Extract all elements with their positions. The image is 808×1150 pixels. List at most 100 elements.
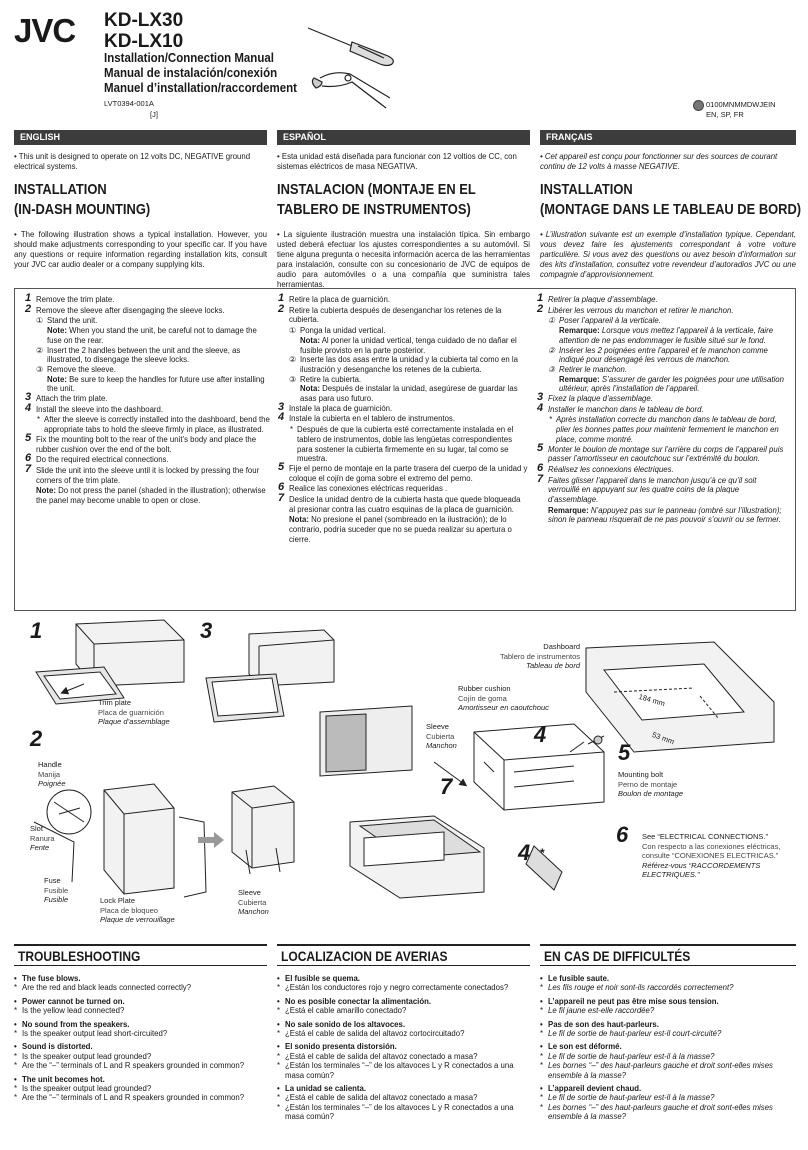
trouble-question: The fuse blows. (14, 974, 267, 984)
region-code-text: 0100MNMMDWJEIN (706, 100, 776, 109)
note-label: Nota: (300, 335, 320, 345)
caption-en: See “ELECTRICAL CONNECTIONS.” (642, 832, 768, 841)
step-asterisk-note: Après installation correcte du manchon d… (537, 415, 789, 444)
step-text: Installer le manchon dans le tableau de … (548, 404, 704, 414)
trouble-answer: Le fil de sortie de haut-parleur est-il … (540, 1029, 796, 1039)
substep-text: Inserte las dos asas entre la unidad y l… (300, 355, 519, 374)
installation-drawing (33, 619, 775, 899)
step-text: Deslice la unidad dentro de la cubierta … (289, 495, 521, 514)
note-text: Be sure to keep the handles for future u… (47, 374, 265, 394)
trouble-question: No sale sonido de los altavoces. (277, 1020, 530, 1030)
step-text: Libérer les verrous du manchon et retire… (548, 305, 734, 315)
heading-line: (IN-DASH MOUNTING) (14, 201, 151, 218)
caption-en: Mounting bolt (618, 770, 664, 779)
trouble-question: El fusible se quema. (277, 974, 530, 984)
step-text: Instale la cubierta en el tablero de ins… (289, 414, 455, 424)
step-text: Retire la cubierta después de desenganch… (289, 305, 502, 325)
caption-fr: Manchon (426, 741, 457, 750)
step-text: Install the sleeve into the dashboard. (36, 404, 164, 414)
step-text: Retirer la plaque d’assemblage. (548, 295, 658, 304)
caption-handle: Handle Manija Poignée (38, 760, 66, 789)
step-text: Fije el perno de montaje en la parte tra… (289, 463, 528, 483)
note-text: When you stand the unit, be careful not … (47, 326, 257, 345)
step-text: Faites glisser l’appareil dans le mancho… (548, 475, 757, 505)
section-title: TROUBLESHOOTING (18, 948, 141, 964)
manual-title: Manual de instalación/conexión (104, 66, 278, 80)
note-label: Remarque: (559, 326, 600, 336)
figure-step-3: 3 (200, 618, 213, 643)
trouble-question: L’appareil devient chaud. (540, 1084, 796, 1094)
caption-es: Cojín de goma (458, 693, 507, 703)
step-text: Do the required electrical connections. (36, 455, 169, 465)
brand-logo: JVC (14, 12, 76, 49)
heading-line: INSTALLATION (14, 181, 107, 198)
trouble-answer: ¿Está el cable de salida del altavoz cor… (277, 1029, 530, 1039)
note-label: Remarque: (548, 505, 589, 515)
substep-text: Retire la cubierta. (300, 374, 362, 384)
trouble-answer: ¿Están los terminales “–” de los altavoc… (277, 1061, 530, 1080)
note-label: Note: (47, 326, 67, 336)
lang-bar-espanol: ESPAÑOL (277, 130, 530, 145)
heading-english: INSTALLATION (IN-DASH MOUNTING) (14, 180, 150, 220)
caption-fr: Fusible (44, 895, 69, 904)
figure-step-7: 7 (440, 774, 453, 799)
caption-en: Sleeve (238, 888, 261, 897)
heading-line: INSTALLATION (540, 181, 633, 198)
body-francais: • L’illustration suivante est un exemple… (540, 230, 796, 279)
trouble-answer: Les bornes “–” des haut-parleurs gauche … (540, 1061, 796, 1080)
trouble-question: Le fusible saute. (540, 974, 796, 984)
caption-fr: Référez-vous “RACCORDEMENTS ELECTRIQUES.… (642, 860, 761, 880)
note-label: Nota: (289, 515, 309, 525)
note-text: Do not press the panel (shaded in the il… (36, 486, 266, 506)
trouble-answer: Le fil de sortie de haut-parleur est-il … (540, 1093, 796, 1103)
trouble-answer: ¿Están los terminales “–” de los altavoc… (277, 1103, 530, 1122)
trouble-question: La unidad se calienta. (277, 1084, 530, 1094)
step-text: Fix the mounting bolt to the rear of the… (36, 434, 257, 454)
manual-title: Installation/Connection Manual (104, 51, 274, 65)
trouble-question: No sound from the speakers. (14, 1020, 267, 1030)
trouble-answer: ¿Está el cable de salida del altavoz con… (277, 1052, 530, 1062)
section-title: LOCALIZACION DE AVERIAS (281, 948, 448, 964)
caption-es: Placa de bloqueo (100, 905, 158, 915)
model-name: KD-LX10 (104, 31, 184, 52)
heading-francais: INSTALLATION (MONTAGE DANS LE TABLEAU DE… (540, 180, 801, 220)
note-label: Nota: (300, 384, 320, 394)
caption-fr: Manchon (238, 907, 269, 916)
caption-es: Cubierta (426, 731, 455, 741)
heading-espanol: INSTALACION (MONTAJE EN EL TABLERO DE IN… (277, 180, 476, 220)
caption-en: Trim plate (98, 698, 132, 707)
manual-titles: Installation/Connection Manual Manual de… (104, 51, 297, 96)
model-name: KD-LX30 (104, 10, 184, 31)
figure-step-6: 6 (616, 822, 629, 847)
step-text: Instale la placa de guarnición. (289, 403, 393, 413)
troubleshooting-header-english: TROUBLESHOOTING (14, 944, 267, 966)
note-label: Note: (47, 374, 67, 384)
substep-text: Retirer le manchon. (559, 364, 628, 374)
trouble-question: Le son est déformé. (540, 1042, 796, 1052)
step-asterisk-note: Después de que la cubierta esté correcta… (278, 425, 528, 464)
region-icon (693, 100, 704, 111)
caption-trim-plate: Trim plate Placa de guarnición Plaque d’… (98, 698, 170, 727)
step-text: Remove the trim plate. (36, 295, 115, 304)
section-title: EN CAS DE DIFFICULTÉS (544, 948, 691, 964)
troubleshooting-list-francais: Le fusible saute.Les fils rouge et noir … (540, 970, 796, 1122)
heading-line: INSTALACION (MONTAJE EN EL (277, 181, 476, 198)
trouble-answer: Are the “–” terminals of L and R speaker… (14, 1061, 267, 1071)
troubleshooting-header-francais: EN CAS DE DIFFICULTÉS (540, 944, 796, 966)
note-text: No presione el panel (sombreado en la il… (289, 515, 512, 544)
region-code: 0100MNMMDWJEIN EN, SP, FR (693, 100, 776, 120)
step-text: Retire la placa de guarnición. (289, 295, 390, 304)
caption-lock-plate: Lock Plate Placa de bloqueo Plaque de ve… (100, 896, 175, 925)
troubleshooting-list-english: The fuse blows.Are the red and black lea… (14, 970, 267, 1103)
trouble-question: Sound is distorted. (14, 1042, 267, 1052)
step-text: Slide the unit into the sleeve until it … (36, 465, 260, 485)
caption-fr: Boulon de montage (618, 789, 684, 798)
step-text: Attach the trim plate. (36, 394, 108, 404)
step-text: Realice las conexiones eléctricas requer… (289, 484, 448, 494)
languages-code: EN, SP, FR (706, 110, 744, 119)
substep-text: Stand the unit. (47, 316, 98, 326)
body-espanol: • La siguiente ilustración muestra una i… (277, 230, 530, 289)
tools-illustration (307, 27, 394, 109)
